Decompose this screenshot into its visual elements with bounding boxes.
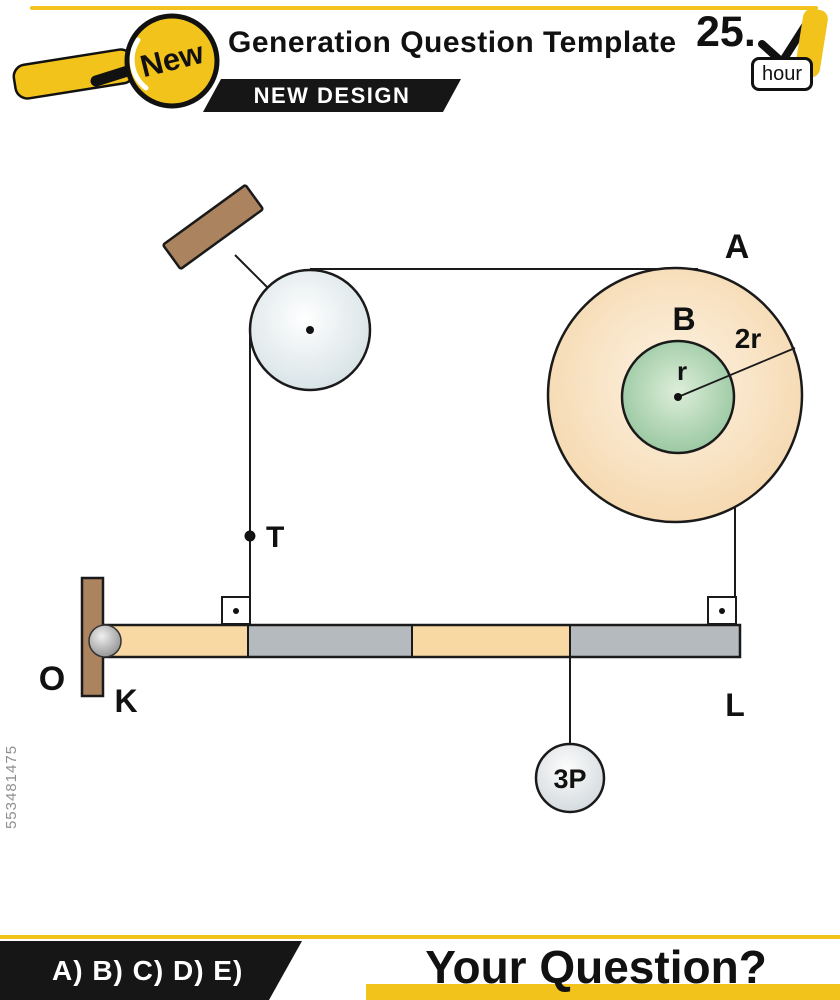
question-accent-strip (366, 984, 840, 1000)
answer-options-label: A) B) C) D) E) (52, 954, 244, 986)
right-angle-dot-right (719, 608, 725, 614)
magnifier-circle-icon (124, 13, 220, 109)
badge-highlight (129, 37, 149, 91)
header-accent-line (30, 6, 818, 10)
new-design-label: NEW DESIGN (253, 82, 411, 108)
new-design-banner: NEW DESIGN (203, 79, 461, 112)
right-angle-dot-left (233, 608, 239, 614)
page-title: Generation Question Template (228, 26, 677, 59)
weight-ball (534, 742, 606, 814)
tension-point-dot (244, 530, 256, 542)
label-beam-right: L (725, 687, 745, 723)
label-pivot: O (39, 660, 65, 698)
hour-label: hour (761, 62, 803, 85)
pivot-ball (88, 624, 122, 658)
question-prompt: Your Question? (425, 941, 767, 993)
footer-accent-line (0, 935, 840, 939)
label-weight: 3P (553, 764, 586, 794)
watermark-id: 553481475 (3, 744, 20, 830)
answer-options-banner: A) B) C) D) E) (0, 941, 302, 1000)
label-disk-a: A (725, 228, 750, 266)
disk-axle-dot (674, 393, 682, 401)
beam-segment-2 (248, 625, 412, 657)
pulley-axle-dot (306, 326, 314, 334)
ceiling-mount (162, 184, 264, 270)
label-outer-radius: 2r (735, 323, 762, 354)
label-tension-point: T (266, 521, 284, 554)
question-number: 25. (696, 8, 756, 56)
beam-segment-3 (412, 625, 570, 657)
radius-line (677, 347, 796, 398)
beam-segment-4 (570, 625, 740, 657)
label-beam-left: K (114, 683, 137, 719)
label-disk-b: B (672, 301, 695, 337)
hour-box: hour (751, 57, 813, 91)
label-inner-radius: r (677, 356, 687, 386)
beam-segment-1 (105, 625, 248, 657)
